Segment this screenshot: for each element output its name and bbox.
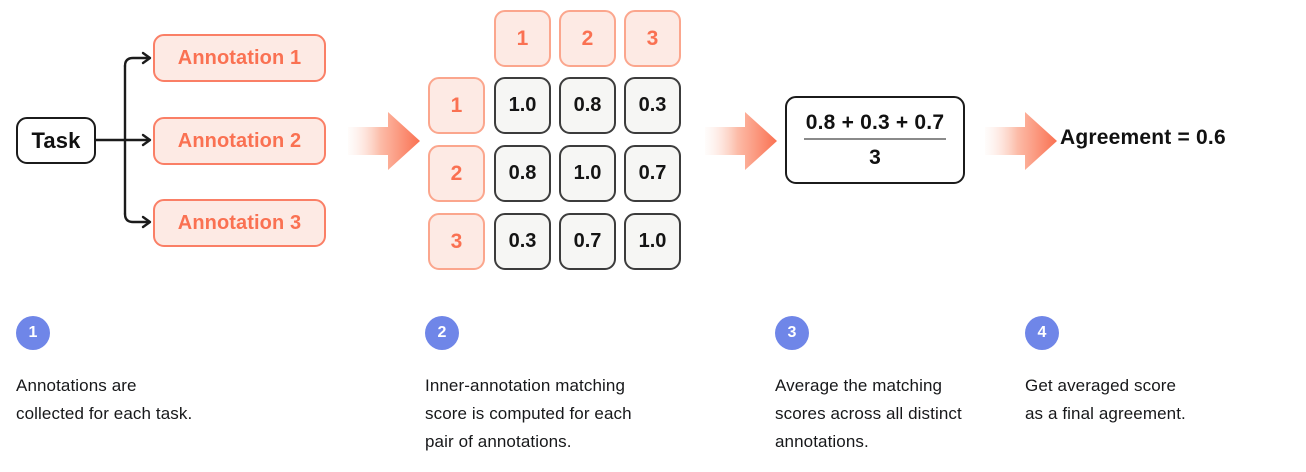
step-text-1: Annotations are collected for each task. bbox=[16, 376, 193, 423]
task-label: Task bbox=[31, 127, 81, 153]
matrix-row-header-2: 2 bbox=[428, 145, 485, 202]
arrow-right-icon-2 bbox=[705, 112, 777, 170]
step-badge-3: 3 bbox=[775, 316, 809, 350]
step-1: 1 Annotations are collected for each tas… bbox=[16, 316, 306, 428]
annotation-label-3: Annotation 3 bbox=[177, 211, 302, 234]
fraction-denominator: 3 bbox=[869, 146, 881, 169]
step-text-2: Inner-annotation matching score is compu… bbox=[425, 376, 632, 451]
arrow-right-icon-1 bbox=[348, 112, 420, 170]
task-node: Task bbox=[16, 117, 96, 164]
annotation-label-2: Annotation 2 bbox=[177, 129, 302, 152]
step-text-4: Get averaged score as a final agreement. bbox=[1025, 376, 1186, 423]
matrix-row-header-1: 1 bbox=[428, 77, 485, 134]
matrix-col-header-1: 1 bbox=[494, 10, 551, 67]
matrix-cell-3-1: 0.3 bbox=[494, 213, 551, 270]
step-badge-4: 4 bbox=[1025, 316, 1059, 350]
task-branch-connector bbox=[94, 51, 152, 229]
matrix-cell-1-3: 0.3 bbox=[624, 77, 681, 134]
matrix-cell-1-1: 1.0 bbox=[494, 77, 551, 134]
matrix-cell-2-1: 0.8 bbox=[494, 145, 551, 202]
step-2: 2 Inner-annotation matching score is com… bbox=[425, 316, 715, 456]
fraction-bar bbox=[803, 138, 946, 140]
annotation-box-2: Annotation 2 bbox=[153, 117, 326, 165]
average-formula-box: 0.8 + 0.3 + 0.7 3 bbox=[785, 96, 965, 184]
matrix-cell-2-2: 1.0 bbox=[559, 145, 616, 202]
arrow-right-icon-3 bbox=[985, 112, 1057, 170]
step-text-3: Average the matching scores across all d… bbox=[775, 376, 962, 451]
matrix-col-header-3: 3 bbox=[624, 10, 681, 67]
matrix-cell-3-3: 1.0 bbox=[624, 213, 681, 270]
agreement-matrix: 1 2 3 1 2 3 1.0 0.8 0.3 0.8 1.0 0.7 0.3 … bbox=[428, 10, 694, 272]
matrix-row-header-3: 3 bbox=[428, 213, 485, 270]
fraction-numerator: 0.8 + 0.3 + 0.7 bbox=[805, 111, 945, 134]
annotation-label-1: Annotation 1 bbox=[177, 46, 302, 69]
annotation-box-3: Annotation 3 bbox=[153, 199, 326, 247]
step-badge-1: 1 bbox=[16, 316, 50, 350]
matrix-cell-1-2: 0.8 bbox=[559, 77, 616, 134]
agreement-result: Agreement = 0.6 bbox=[1060, 126, 1226, 149]
step-3: 3 Average the matching scores across all… bbox=[775, 316, 1065, 456]
matrix-col-header-2: 2 bbox=[559, 10, 616, 67]
annotation-box-1: Annotation 1 bbox=[153, 34, 326, 82]
step-4: 4 Get averaged score as a final agreemen… bbox=[1025, 316, 1306, 428]
fraction: 0.8 + 0.3 + 0.7 3 bbox=[802, 112, 948, 168]
matrix-cell-2-3: 0.7 bbox=[624, 145, 681, 202]
step-badge-2: 2 bbox=[425, 316, 459, 350]
matrix-cell-3-2: 0.7 bbox=[559, 213, 616, 270]
